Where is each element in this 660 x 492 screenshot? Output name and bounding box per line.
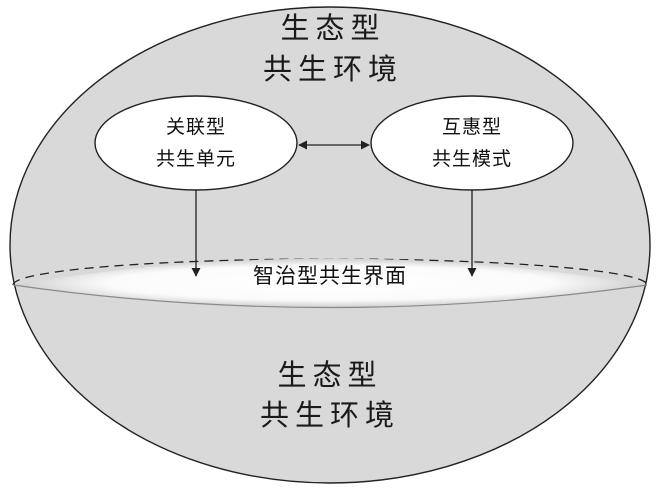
environment-top-line1: 生态型 bbox=[280, 11, 385, 45]
environment-top-line2: 共生环境 bbox=[263, 52, 403, 86]
mode-node-line2: 共生模式 bbox=[432, 148, 512, 170]
environment-bottom-line2: 共生环境 bbox=[260, 398, 400, 432]
mode-node-ellipse bbox=[370, 95, 574, 191]
environment-bottom-line1: 生态型 bbox=[277, 358, 382, 392]
interface-disc bbox=[13, 258, 647, 308]
unit-node-line2: 共生单元 bbox=[156, 148, 236, 170]
mode-node-line1: 互惠型 bbox=[442, 116, 502, 138]
unit-node-ellipse bbox=[94, 95, 298, 191]
unit-node-line1: 关联型 bbox=[166, 116, 226, 138]
interface-disc-front-edge bbox=[12, 284, 648, 309]
interface-label: 智治型共生界面 bbox=[253, 264, 407, 288]
